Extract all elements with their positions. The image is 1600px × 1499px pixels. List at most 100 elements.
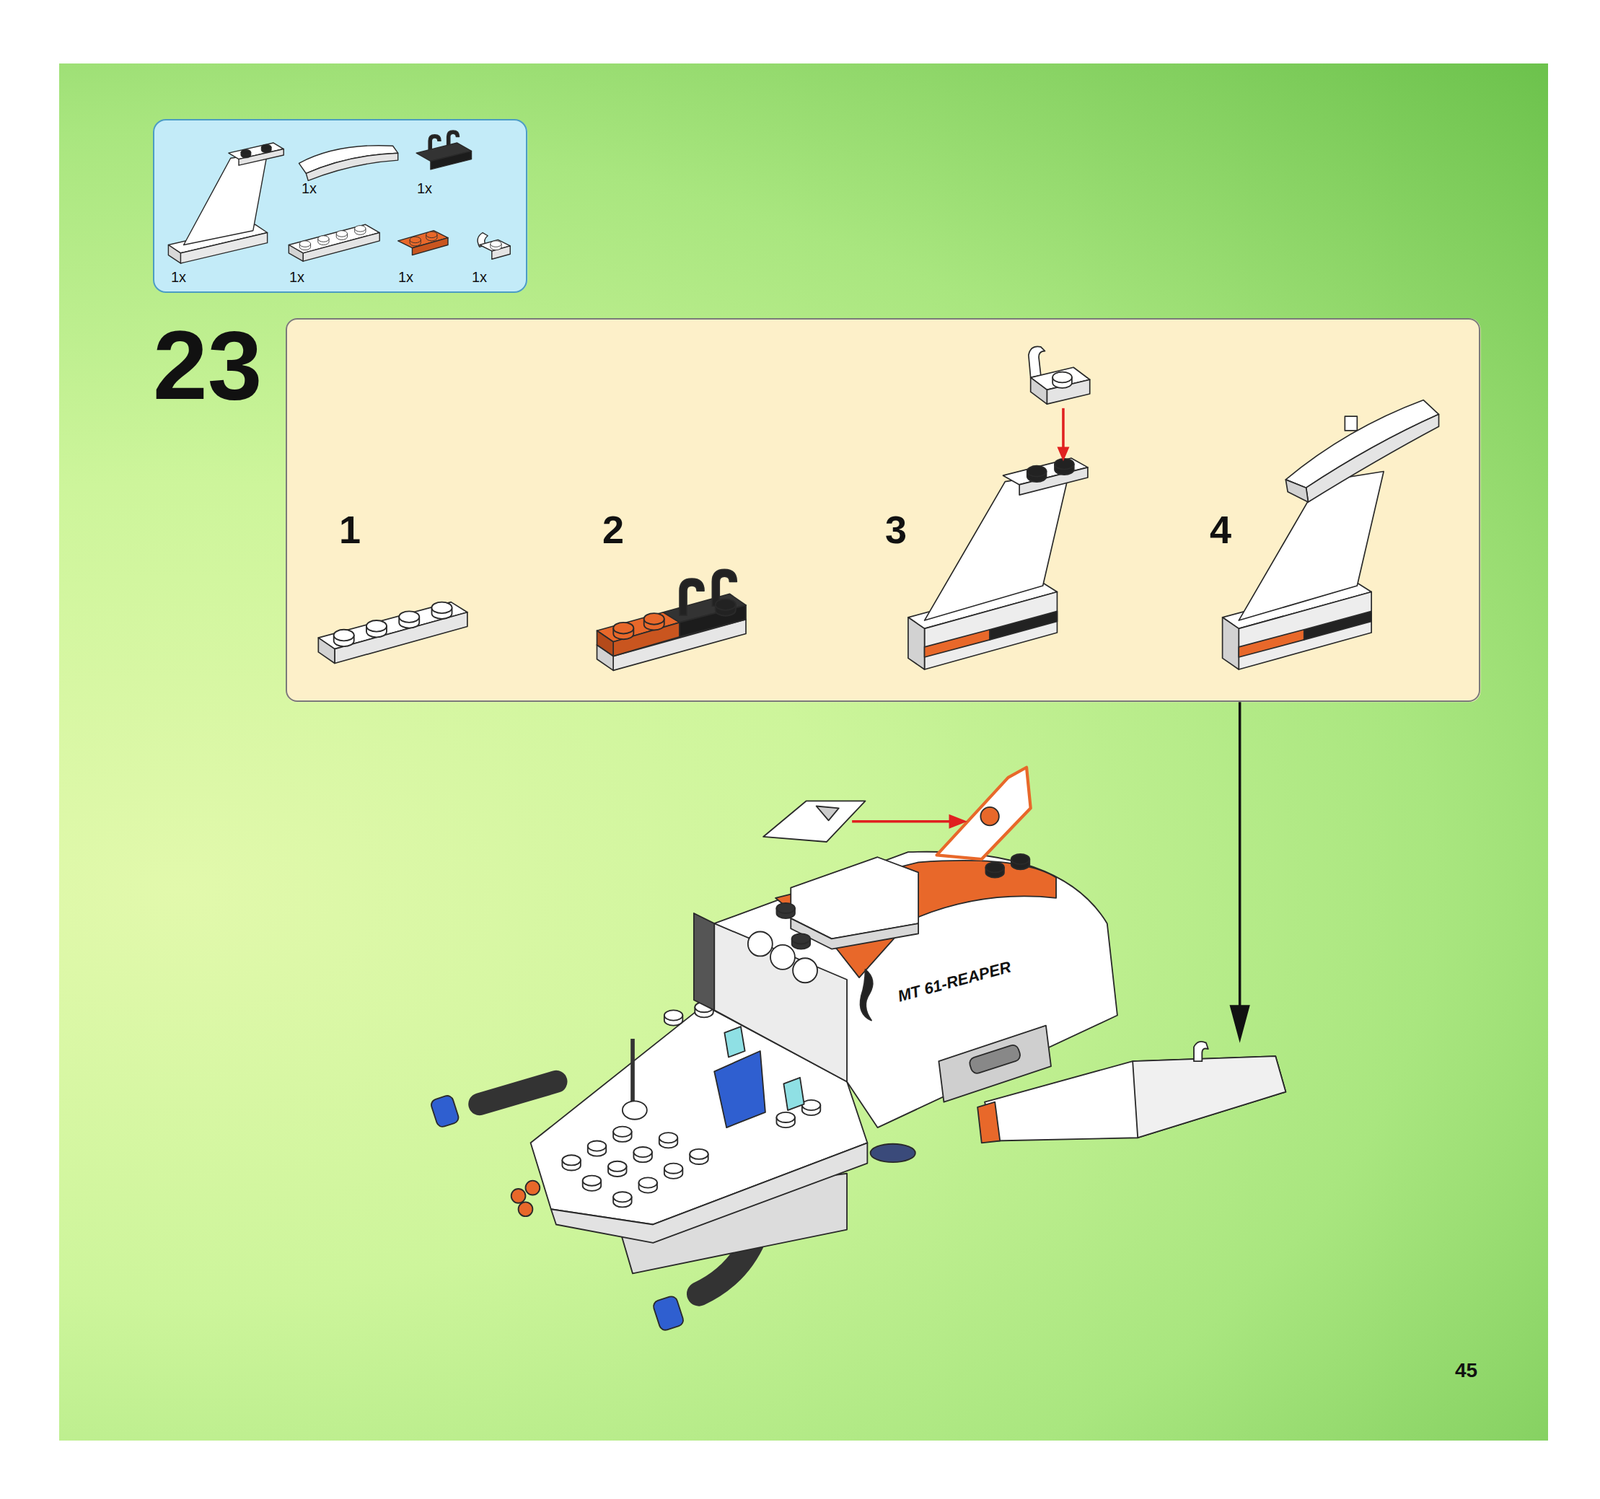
clip-1x1-part-shape [490, 240, 502, 251]
substep-4-drawing-shape [1222, 617, 1240, 670]
plate-1x4-part-shape [299, 240, 311, 251]
clip-plate-part [416, 130, 472, 170]
parts-callout: 1x1x1x1x1x1x [152, 119, 528, 293]
spaceship-model [429, 767, 1286, 1332]
spaceship-model-shape [1132, 1056, 1286, 1138]
substep-1-drawing-shape [333, 629, 355, 647]
plate-1x2-part [398, 230, 448, 256]
spaceship-model-shape [518, 1201, 534, 1217]
tail-fin-part [168, 142, 284, 264]
substep-2-drawing-shape [613, 622, 634, 640]
spaceship-model-shape [792, 957, 818, 983]
plate-1x4-part-shape [318, 235, 329, 246]
substep-4-drawing-shape [1238, 629, 1305, 658]
substep-3-drawing-shape [924, 629, 991, 658]
spaceship-model-shape [630, 1038, 635, 1108]
step-panel: 1 2 3 4 [285, 318, 1481, 702]
spaceship-model-shape [860, 969, 873, 1021]
spaceship-model-shape [639, 1177, 658, 1193]
substep-4-drawing-shape [1285, 400, 1439, 489]
quantity-label: 1x [471, 269, 487, 285]
spaceship-model-shape [985, 862, 1004, 878]
spaceship-model-shape [714, 1051, 766, 1128]
substep-3-drawing-shape [989, 611, 1057, 640]
assembly-arrow-shape [1229, 1004, 1251, 1043]
quantity-label: 1x [398, 269, 414, 285]
substep-3-drawing-shape [1028, 346, 1046, 378]
spaceship-model-shape [525, 1180, 540, 1196]
spaceship-model-shape [802, 1100, 821, 1116]
sticker-arrow-shape [851, 820, 954, 824]
substep-number: 3 [885, 510, 907, 549]
plate-1x4-part-shape [336, 230, 347, 241]
substep-2-drawing-shape [715, 598, 736, 616]
tail-fin-part-shape [238, 149, 284, 166]
tail-fin-part-shape [240, 149, 252, 158]
curved-slope-part-shape [305, 152, 398, 181]
parts-list [168, 130, 511, 264]
substep-4-drawing-shape [1306, 414, 1440, 503]
spaceship-model-shape [511, 1188, 526, 1204]
substep-3-drawing-shape [1054, 458, 1075, 475]
substep-number: 4 [1209, 510, 1232, 549]
spaceship-model-shape [937, 767, 1031, 860]
spaceship-model-shape [980, 807, 999, 826]
clip-plate-part-shape [430, 150, 472, 169]
substep-3-drawing-shape [1027, 466, 1047, 482]
step-number: 23 [152, 315, 262, 415]
substep-3-drawing [908, 346, 1090, 669]
spaceship-model-shape [652, 1294, 685, 1332]
spaceship-model-shape [613, 1191, 632, 1207]
spaceship-model-shape [783, 1077, 804, 1111]
spaceship-model-shape [1011, 854, 1030, 870]
curved-slope-part [298, 145, 398, 182]
spaceship-model-shape [561, 1154, 580, 1171]
substep-4-drawing-shape [1344, 416, 1357, 431]
quantity-label: 1x [289, 269, 305, 285]
spaceship-model-shape [763, 800, 865, 842]
quantity-label: 1x [301, 181, 317, 196]
spaceship-model-shape [776, 903, 795, 919]
red-arrow-shape [1061, 408, 1065, 450]
page-number: 45 [1455, 1360, 1478, 1381]
spaceship-model-shape [792, 933, 811, 949]
spaceship-model-shape [664, 1009, 683, 1026]
substep-3-drawing-shape [924, 471, 1070, 622]
tail-fin-part-shape [168, 244, 181, 263]
red-arrow-shape [1056, 447, 1070, 462]
substep-2-drawing-shape [644, 613, 665, 630]
spaceship-model-shape [724, 1026, 745, 1057]
substep-3-drawing-shape [1030, 377, 1048, 404]
spaceship-model-shape [984, 1056, 1286, 1141]
plate-1x4-part-shape [354, 225, 366, 236]
spaceship-model-shape [870, 1144, 916, 1163]
spaceship-model-shape [551, 1142, 868, 1243]
spaceship-model-shape [776, 1112, 795, 1128]
spaceship-model-shape [664, 1163, 683, 1179]
spaceship-model-shape [479, 1081, 557, 1104]
spaceship-model-shape [659, 1132, 678, 1148]
substep-number: 2 [602, 510, 624, 549]
substep-3-drawing-shape [908, 617, 925, 670]
substep-1-drawing-shape [398, 611, 420, 628]
spaceship-model-shape [693, 913, 715, 1010]
spaceship-model-shape [790, 918, 919, 949]
substep-1-drawing-shape [318, 637, 335, 663]
substep-1-drawing-shape [366, 620, 387, 637]
spaceship-model-shape [608, 1161, 627, 1177]
spaceship-model-shape [582, 1175, 601, 1191]
step-panel-fill [285, 318, 1481, 702]
spaceship-model-shape [587, 1140, 606, 1156]
plate-1x2-part-shape [409, 236, 421, 246]
parts-callout-fill [152, 119, 528, 293]
substep-number: 1 [339, 510, 361, 549]
substep-4-drawing-shape [1304, 611, 1372, 640]
spaceship-model-shape [689, 1149, 708, 1165]
plate-1x4-part [288, 224, 380, 262]
substep-4-drawing [1222, 400, 1440, 670]
substep-2-drawing-shape [597, 630, 614, 656]
substep-1-drawing-shape [431, 602, 452, 619]
spaceship-model-shape [622, 1100, 648, 1119]
